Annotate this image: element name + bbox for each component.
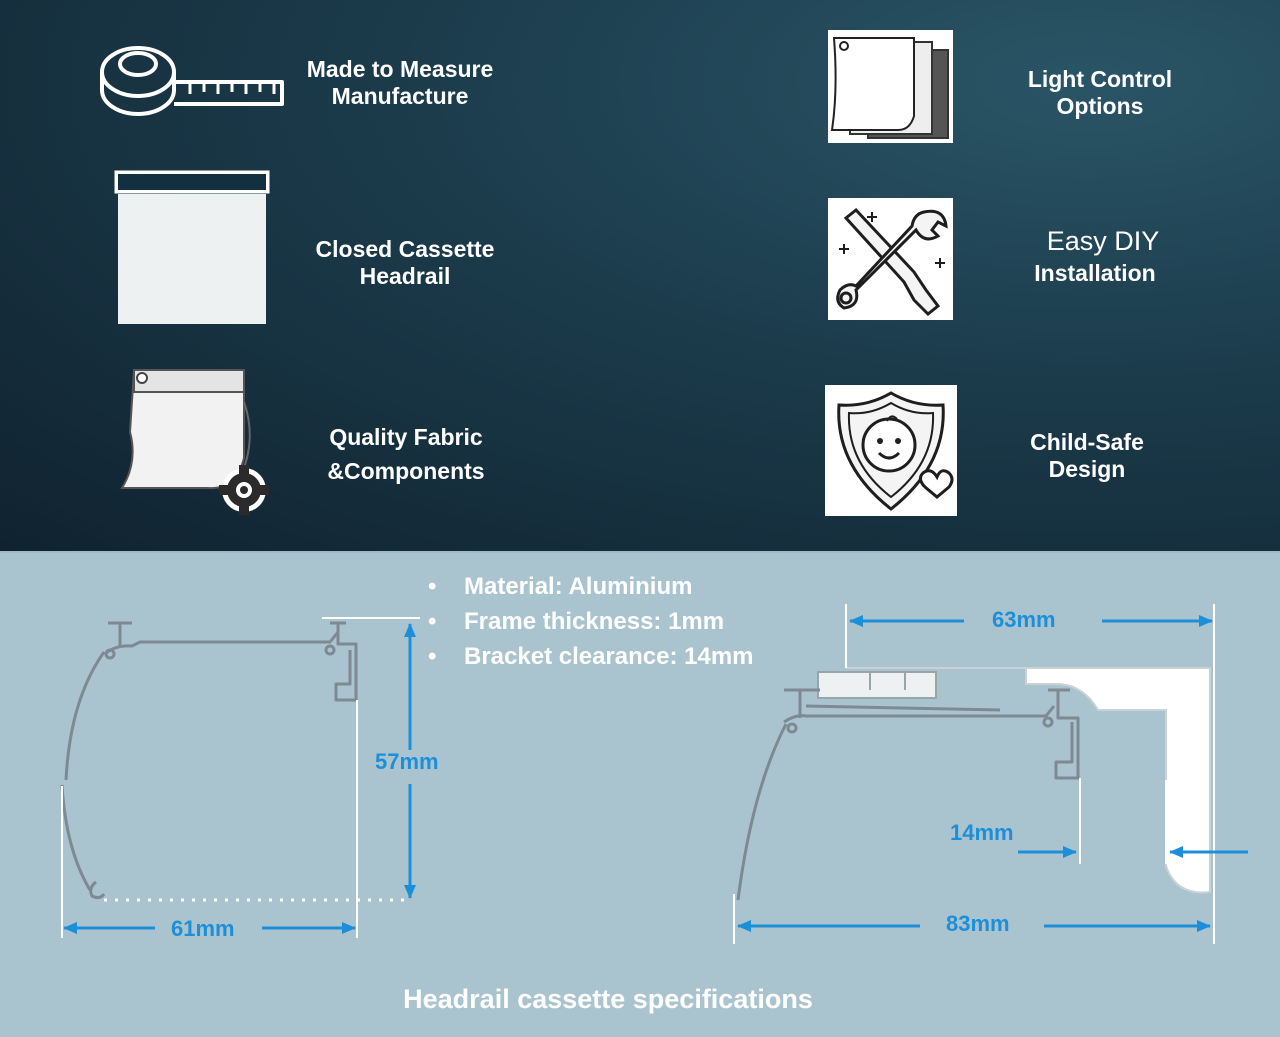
fabric-sample-gear-icon — [120, 369, 269, 515]
right-cassette-profile — [736, 688, 1080, 901]
specifications-panel — [0, 552, 1280, 1037]
feature-label: &Components — [327, 458, 485, 484]
bracket-clip — [817, 671, 937, 699]
feature-label: Quality Fabric — [329, 424, 483, 450]
diagram-caption: Headrail cassette specifications — [403, 984, 813, 1014]
spec-list: •Material: Aluminium •Frame thickness: 1… — [428, 570, 754, 675]
feature-quality-fabric: Quality Fabric &Components — [300, 420, 512, 488]
spec-text: Material: Aluminium — [464, 573, 693, 600]
feature-label: Easy DIY — [1046, 226, 1160, 256]
tape-measure-icon — [100, 46, 284, 116]
spec-text: Frame thickness: 1mm — [464, 608, 725, 635]
cassette-blind-icon — [114, 170, 270, 324]
feature-label: Design — [1048, 456, 1126, 482]
feature-made-to-measure: Made to Measure Manufacture — [280, 56, 520, 110]
spec-text: Bracket clearance: 14mm — [464, 643, 754, 670]
feature-easy-diy: Easy DIY Installation — [1000, 226, 1190, 287]
feature-light-control: Light Control Options — [1000, 66, 1200, 120]
mounting-bracket — [846, 667, 1211, 894]
dimension-width-top-label: 63mm — [992, 607, 1056, 632]
feature-label: Light Control — [1027, 66, 1173, 92]
feature-label: Manufacture — [331, 83, 469, 109]
cassette-technical-drawing — [60, 604, 1248, 944]
feature-label: Options — [1056, 93, 1144, 119]
feature-closed-cassette: Closed Cassette Headrail — [290, 236, 520, 290]
feature-label: Child-Safe — [1030, 429, 1144, 455]
spec-item: •Bracket clearance: 14mm — [428, 643, 754, 670]
spec-item: •Material: Aluminium — [428, 573, 693, 600]
fabric-swatches-icon — [828, 30, 953, 143]
child-shield-icon — [825, 385, 957, 516]
dimension-width-left-label: 61mm — [171, 916, 235, 941]
feature-label: Installation — [1034, 260, 1156, 286]
dimension-height-label: 57mm — [375, 749, 439, 774]
feature-child-safe: Child-Safe Design — [1000, 429, 1174, 483]
dimension-clearance-label: 14mm — [950, 820, 1014, 845]
spec-item: •Frame thickness: 1mm — [428, 608, 725, 635]
feature-label: Made to Measure — [306, 56, 494, 82]
feature-label: Closed Cassette — [315, 236, 495, 262]
feature-label: Headrail — [359, 263, 451, 289]
left-cassette-profile — [60, 621, 358, 900]
screwdriver-wrench-icon — [828, 198, 953, 320]
panel-divider — [0, 551, 1280, 553]
dimension-width-right-label: 83mm — [946, 911, 1010, 936]
